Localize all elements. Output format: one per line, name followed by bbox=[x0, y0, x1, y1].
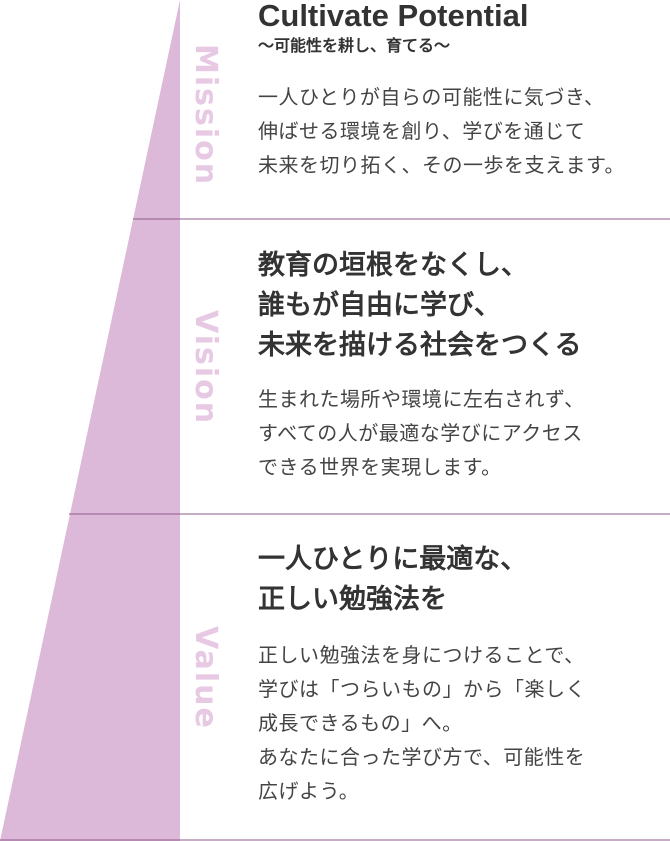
vision-heading: 教育の垣根をなくし、 誰もが自由に学び、 未来を描ける社会をつくる bbox=[258, 246, 668, 366]
value-body-line: あなたに合った学び方で、可能性を bbox=[258, 745, 586, 769]
value-body-line: 広げよう。 bbox=[258, 779, 360, 803]
value-body: 正しい勉強法を身につけることで、 学びは「つらいもの」から「楽しく 成長できるも… bbox=[258, 638, 668, 808]
value-body-line: 学びは「つらいもの」から「楽しく bbox=[258, 677, 586, 701]
mission-body-line: 一人ひとりが自らの可能性に気づき、 bbox=[258, 85, 605, 109]
mission-body-line: 伸ばせる環境を創り、学びを通じて bbox=[258, 119, 586, 143]
vision-body: 生まれた場所や環境に左右されず、 すべての人が最適な学びにアクセス できる世界を… bbox=[258, 382, 668, 484]
vision-heading-line: 未来を描ける社会をつくる bbox=[258, 330, 582, 361]
vision-section: 教育の垣根をなくし、 誰もが自由に学び、 未来を描ける社会をつくる 生まれた場所… bbox=[258, 246, 668, 484]
value-heading-line: 一人ひとりに最適な、 bbox=[258, 544, 528, 575]
vision-body-line: できる世界を実現します。 bbox=[258, 455, 502, 479]
value-label: Value bbox=[188, 626, 223, 730]
vision-heading-line: 教育の垣根をなくし、 bbox=[258, 250, 528, 281]
vision-heading-line: 誰もが自由に学び、 bbox=[258, 290, 501, 321]
value-section: 一人ひとりに最適な、 正しい勉強法を 正しい勉強法を身につけることで、 学びは「… bbox=[258, 540, 668, 808]
value-body-line: 正しい勉強法を身につけることで、 bbox=[258, 643, 585, 667]
mission-subheading: 〜可能性を耕し、育てる〜 bbox=[258, 36, 451, 55]
mission-section: Cultivate Potential 〜可能性を耕し、育てる〜 一人ひとりが自… bbox=[258, 0, 668, 182]
vision-label: Vision bbox=[188, 310, 223, 426]
mission-heading: Cultivate Potential bbox=[258, 0, 529, 33]
value-heading: 一人ひとりに最適な、 正しい勉強法を bbox=[258, 540, 668, 620]
mission-body-line: 未来を切り拓く、その一歩を支えます。 bbox=[258, 153, 625, 177]
pyramid-shape bbox=[0, 0, 180, 841]
vision-body-line: 生まれた場所や環境に左右されず、 bbox=[258, 387, 585, 411]
mission-body: 一人ひとりが自らの可能性に気づき、 伸ばせる環境を創り、学びを通じて 未来を切り… bbox=[258, 80, 668, 182]
vision-body-line: すべての人が最適な学びにアクセス bbox=[258, 421, 583, 445]
value-heading-line: 正しい勉強法を bbox=[258, 584, 447, 615]
mission-label: Mission bbox=[188, 44, 223, 187]
value-body-line: 成長できるもの」へ。 bbox=[258, 711, 463, 735]
